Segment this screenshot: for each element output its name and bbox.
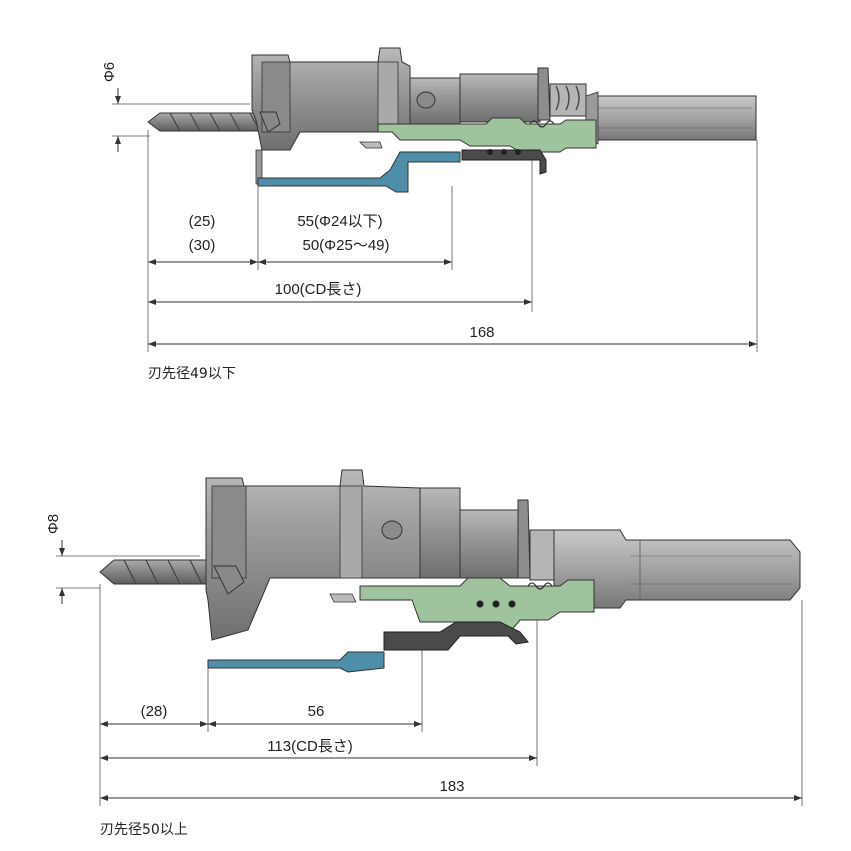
bottom-spring — [383, 600, 529, 651]
bottom-dim-total-label: 183 — [439, 778, 464, 795]
top-pilot-drill — [147, 112, 263, 132]
top-cutter-body — [251, 47, 411, 185]
bottom-dim-a-label: (28) — [141, 703, 168, 720]
top-green-ejector — [377, 117, 597, 153]
top-dim-total-label: 168 — [469, 324, 494, 341]
bottom-dim-b-label: 56 — [308, 703, 325, 720]
bottom-connector — [419, 487, 555, 581]
top-dia-label: Φ6 — [101, 62, 118, 82]
top-dim-cd-label: 100(CD長さ) — [275, 281, 362, 298]
top-dim-b-label: 55(Φ24以下) — [297, 213, 382, 230]
bottom-caption: 刃先径50以上 — [100, 822, 188, 838]
top-dim-b-alt-label: 50(Φ25～49) — [302, 237, 389, 254]
top-hex-shank — [585, 91, 757, 145]
top-dim-a-alt-label: (30) — [189, 237, 216, 254]
top-blue-pusher — [257, 151, 461, 193]
bottom-dia-label: Φ8 — [45, 514, 62, 534]
top-drill-assembly — [147, 47, 757, 193]
top-caption: 刃先径49以下 — [148, 366, 236, 382]
bottom-blue-pusher — [207, 651, 385, 673]
bottom-cutter-body — [205, 469, 421, 641]
bottom-drill-assembly — [99, 469, 801, 673]
bottom-pilot-drill — [99, 559, 223, 585]
top-connector — [409, 67, 587, 125]
bottom-dim-cd-label: 113(CD長さ) — [267, 738, 353, 755]
top-dimension-lines — [112, 88, 758, 352]
bottom-dimension-lines — [56, 540, 803, 806]
top-spring — [359, 141, 547, 175]
bottom-hex-shank — [553, 529, 801, 609]
top-dim-a-label: (25) — [189, 213, 216, 230]
